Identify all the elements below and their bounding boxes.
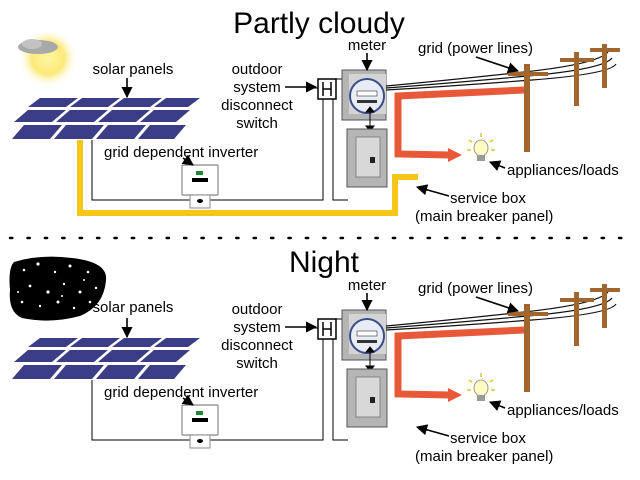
label-switch-line-2: system xyxy=(233,79,281,96)
label-switch-line-1: outdoor xyxy=(232,61,283,78)
section-title-night: Night xyxy=(289,246,360,279)
label-service-box-night: service box xyxy=(450,430,526,447)
label-switch-line-3-night: disconnect xyxy=(221,337,294,354)
night-section: Night solar panels outdoor system discon… xyxy=(10,246,621,465)
label-solar-panels: solar panels xyxy=(93,61,174,78)
label-switch-line-4: switch xyxy=(236,115,278,132)
day-section: Partly cloudy solar panels outdoor syste… xyxy=(10,7,620,225)
label-appliances: appliances/loads xyxy=(507,162,619,179)
label-inverter: grid dependent inverter xyxy=(104,144,258,161)
label-inverter-night: grid dependent inverter xyxy=(104,384,258,401)
label-switch-line-3: disconnect xyxy=(221,97,294,114)
solar-power-flow xyxy=(77,140,418,216)
label-switch-line-2-night: system xyxy=(233,319,281,336)
label-grid-night: grid (power lines) xyxy=(418,280,533,297)
label-appliances-night: appliances/loads xyxy=(507,402,619,419)
label-meter: meter xyxy=(348,37,386,54)
label-main-breaker: (main breaker panel) xyxy=(415,208,553,225)
label-solar-panels-night: solar panels xyxy=(93,299,174,316)
sun-behind-cloud-icon xyxy=(18,28,78,88)
section-title-day: Partly cloudy xyxy=(233,7,405,40)
label-service-box: service box xyxy=(450,190,526,207)
label-switch-line-1-night: outdoor xyxy=(232,301,283,318)
label-switch-line-4-night: switch xyxy=(236,355,278,372)
label-grid: grid (power lines) xyxy=(418,40,533,57)
label-main-breaker-night: (main breaker panel) xyxy=(415,448,553,465)
label-meter-night: meter xyxy=(348,277,386,294)
starry-night-icon xyxy=(9,256,107,321)
